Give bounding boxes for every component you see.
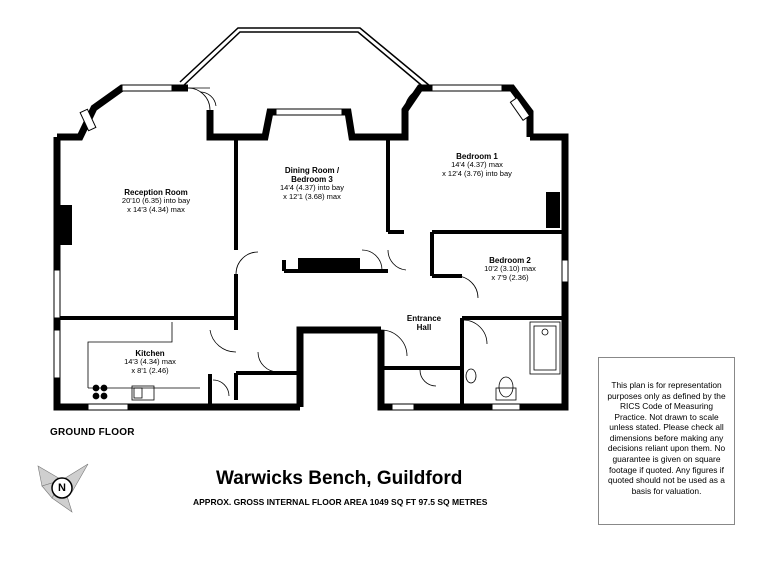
bedroom2-dim2: x 7'9 (2.36) [491,272,529,282]
bedroom2-dim1: 10'2 (3.10) max [484,264,536,274]
reception-room-label: Reception Room 20'10 (6.35) into bay x 1… [96,188,216,214]
entrance-hall-name: Entrance [406,314,442,323]
bay-outline [179,27,431,90]
reception-room-dim1: 20'10 (6.35) into bay [121,196,191,206]
compass-rose [37,463,89,513]
kitchen-name: Kitchen [135,349,165,358]
property-title: Warwicks Bench, Guildford [216,468,463,489]
reception-room-dim2: x 14'3 (4.34) max [127,204,185,214]
dining-room-dim1: 14'4 (4.37) into bay [280,183,344,193]
bedroom1-dim1: 14'4 (4.37) max [451,160,503,170]
bedroom1-label: Bedroom 1 14'4 (4.37) max x 12'4 (3.76) … [412,152,542,178]
bedroom1-dim2: x 12'4 (3.76) into bay [442,168,512,178]
entrance-hall-label: Entrance Hall [396,314,452,332]
disclaimer-box: This plan is for representation purposes… [598,357,735,525]
reception-room-name: Reception Room [124,188,188,197]
dining-room-name-alt: Bedroom 3 [291,175,333,185]
bedroom2-name: Bedroom 2 [489,256,531,265]
entrance-hall-name-alt: Hall [416,323,432,333]
kitchen-dim1: 14'3 (4.34) max [124,357,176,367]
compass-north-letter: N [58,482,66,494]
floor-label: GROUND FLOOR [50,427,135,438]
dining-room-label: Dining Room / Bedroom 3 14'4 (4.37) into… [250,166,374,202]
kitchen-dim2: x 8'1 (2.46) [131,365,169,375]
kitchen-label: Kitchen 14'3 (4.34) max x 8'1 (2.46) [110,349,190,375]
kitchen-fittings [87,322,200,401]
bedroom1-name: Bedroom 1 [456,152,498,161]
windows [53,84,569,411]
disclaimer-text: This plan is for representation purposes… [607,380,726,496]
bedroom2-label: Bedroom 2 10'2 (3.10) max x 7'9 (2.36) [464,256,556,282]
door-swings [187,87,488,397]
dining-room-dim2: x 12'1 (3.68) max [283,192,341,201]
dining-room-name: Dining Room / [284,166,340,175]
internal-walls [60,140,565,407]
fireplaces [60,192,560,270]
bathroom-fittings [465,321,561,401]
floor-area: APPROX. GROSS INTERNAL FLOOR AREA 1049 S… [193,497,488,507]
